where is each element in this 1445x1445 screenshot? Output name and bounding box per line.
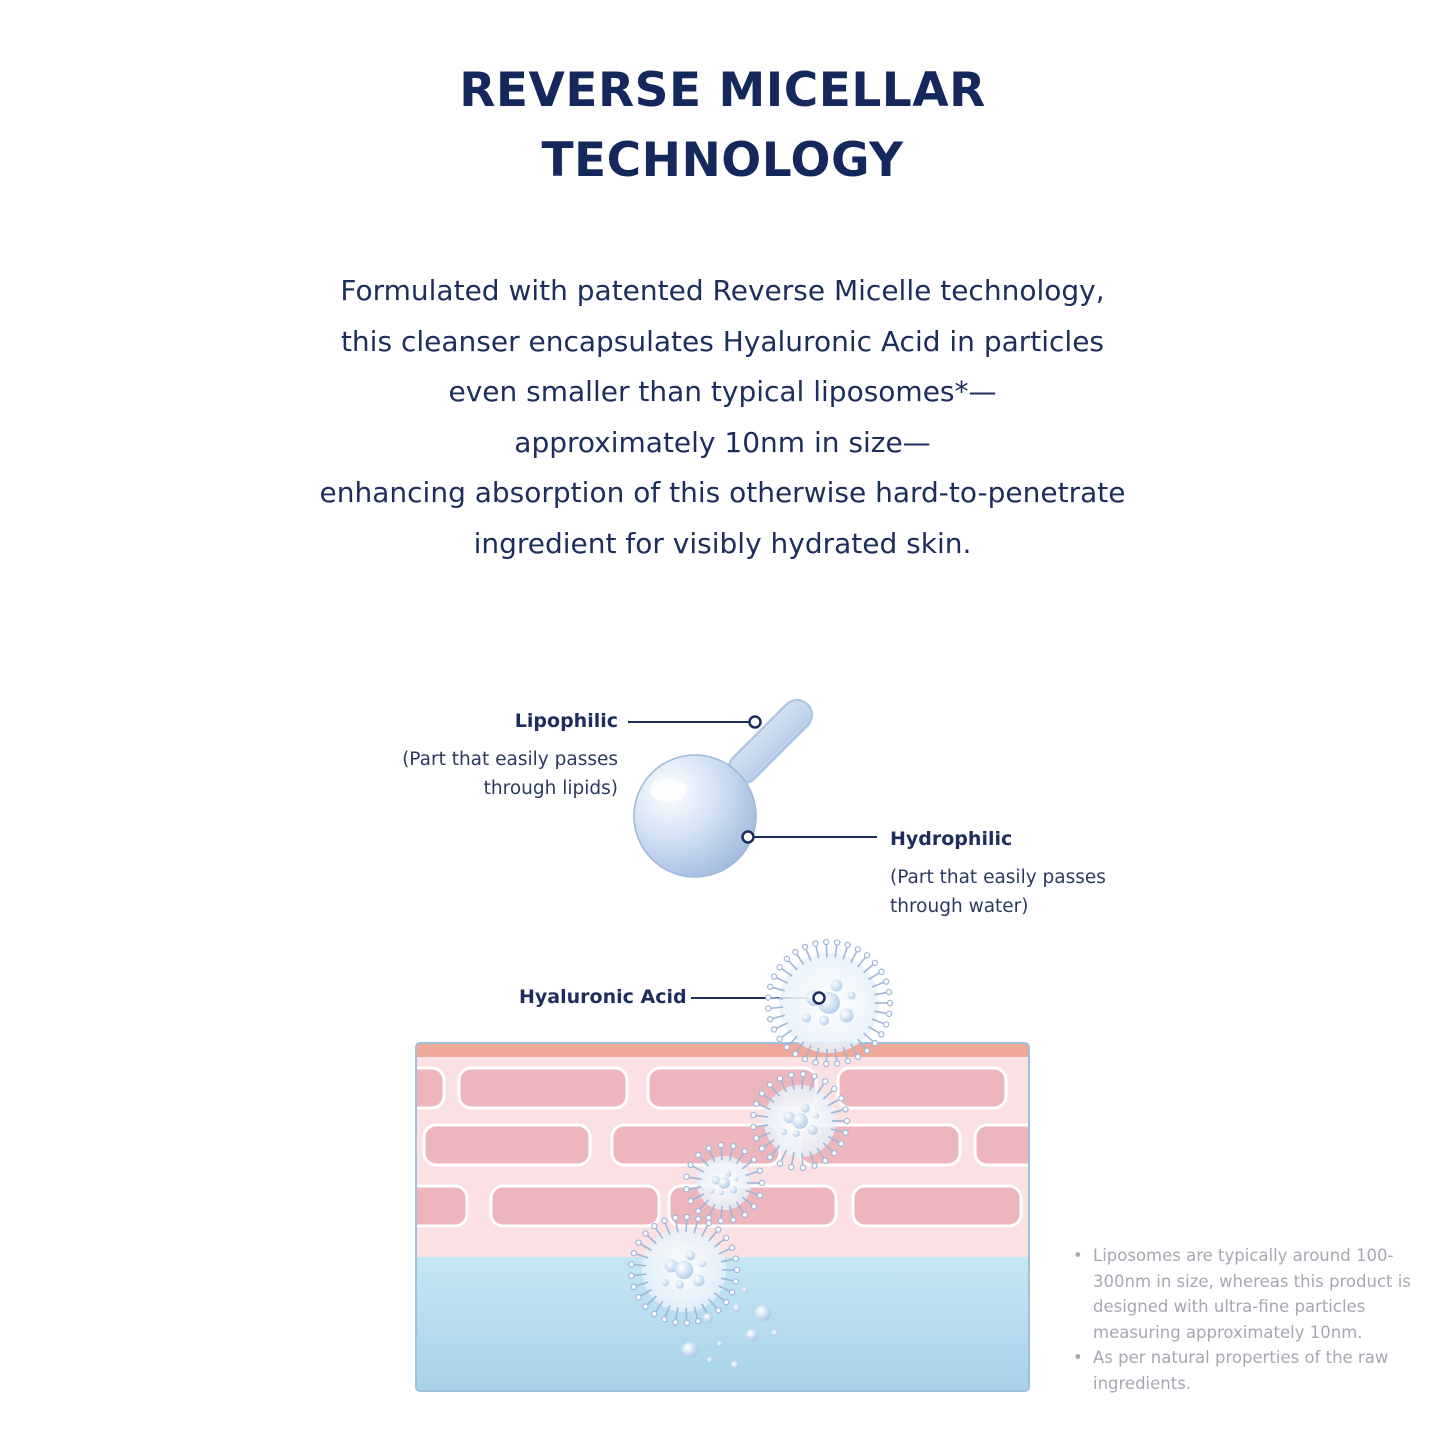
- title-line-1: REVERSE MICELLAR: [459, 63, 986, 118]
- hyaluronic-acid-label: Hyaluronic Acid: [519, 986, 687, 1008]
- description-line: approximately 10nm in size—: [514, 425, 931, 459]
- droplet: [755, 1305, 771, 1321]
- droplet: [772, 1330, 778, 1336]
- reverse-micelle: [628, 1213, 741, 1327]
- hydrophilic-description: (Part that easily passes through water): [890, 863, 1150, 921]
- skin-cell: [489, 1184, 661, 1228]
- description-line: even smaller than typical liposomes*—: [448, 375, 997, 408]
- reverse-micelle: [683, 1141, 766, 1225]
- title-line-2: TECHNOLOGY: [541, 133, 904, 188]
- footnote-item: As per natural properties of the raw ing…: [1073, 1345, 1445, 1396]
- skin-cell: [422, 1123, 592, 1167]
- lipophilic-label: Lipophilic: [514, 710, 618, 732]
- droplet: [746, 1329, 758, 1341]
- description-line: ingredient for visibly hydrated skin.: [473, 526, 972, 560]
- released-droplets: [682, 1287, 778, 1369]
- droplet: [703, 1313, 713, 1323]
- droplet: [742, 1287, 748, 1293]
- footnote-item: Liposomes are typically around 100-300nm…: [1073, 1243, 1445, 1345]
- hydrophilic-desc-line: through water): [890, 896, 1029, 917]
- droplet: [731, 1361, 739, 1369]
- description: Formulated with patented Reverse Micelle…: [0, 266, 1445, 569]
- droplet: [682, 1342, 698, 1358]
- droplet: [707, 1357, 713, 1363]
- hyaluronic-marker: [812, 991, 826, 1005]
- droplet: [717, 1341, 723, 1347]
- hydrophilic-label: Hydrophilic: [890, 828, 1013, 850]
- skin-cross-section: [415, 1042, 1030, 1392]
- footnotes: Liposomes are typically around 100-300nm…: [1073, 1243, 1445, 1396]
- hydrophilic-desc-line: (Part that easily passes: [890, 867, 1106, 888]
- droplet: [733, 1304, 741, 1312]
- description-line: Formulated with patented Reverse Micelle…: [340, 274, 1105, 307]
- lipophilic-desc-line: (Part that easily passes: [402, 749, 618, 770]
- skin-cell: [416, 1066, 446, 1110]
- skin-cell: [973, 1123, 1029, 1167]
- skin-cell: [416, 1184, 469, 1228]
- reverse-micelle: [750, 1070, 851, 1172]
- description-line: enhancing absorption of this otherwise h…: [319, 476, 1126, 509]
- lipophilic-desc-line: through lipids): [483, 778, 618, 799]
- amphiphilic-molecule: [633, 699, 813, 878]
- lipophilic-description: (Part that easily passes through lipids): [380, 745, 618, 803]
- description-line: this cleanser encapsulates Hyaluronic Ac…: [340, 324, 1105, 358]
- skin-cell: [836, 1066, 1008, 1110]
- skin-cell: [851, 1184, 1023, 1228]
- skin-cell: [457, 1066, 629, 1110]
- page-title: REVERSE MICELLAR TECHNOLOGY: [0, 56, 1445, 196]
